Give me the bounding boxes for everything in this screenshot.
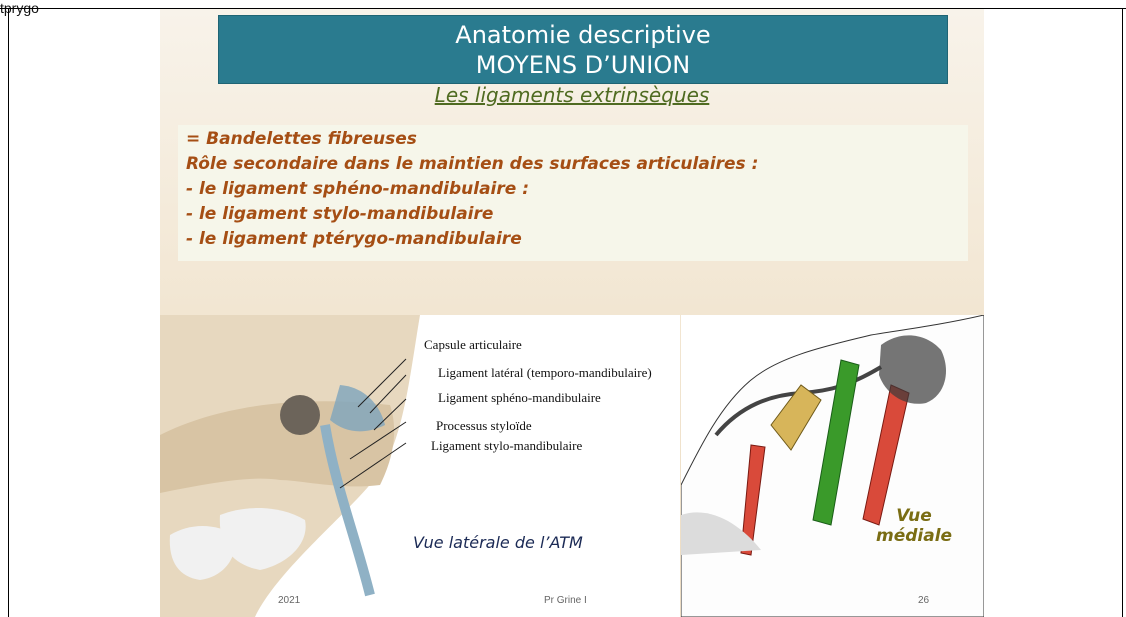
label-stylo-mandibulaire: Ligament stylo-mandibulaire (431, 438, 582, 454)
title-banner: Anatomie descriptive MOYENS D’UNION (218, 15, 948, 84)
frame-right-line (1122, 8, 1123, 617)
footer-author: Pr Grine I (544, 595, 587, 606)
medial-caption-line2: médiale (876, 526, 952, 546)
bullet-list: = Bandelettes fibreuses Rôle secondaire … (178, 125, 968, 261)
section-subtitle: Les ligaments extrinsèques (160, 83, 984, 107)
medial-view-figure (681, 315, 984, 617)
label-lateral-ligament: Ligament latéral (temporo-mandibulaire) (438, 365, 652, 381)
bullet-item: - le ligament stylo-mandibulaire (186, 204, 493, 224)
bullet-item: = Bandelettes fibreuses (186, 129, 417, 149)
frame-left-line (8, 8, 9, 617)
label-styloide: Processus styloïde (436, 418, 532, 434)
medial-skull-illustration (681, 315, 984, 617)
label-spheno-mandibulaire: Ligament sphéno-mandibulaire (438, 390, 601, 406)
medial-view-caption: Vue médiale (876, 506, 952, 546)
label-capsule: Capsule articulaire (424, 337, 522, 353)
skull-illustration (160, 315, 680, 617)
bullet-item: - le ligament ptérygo-mandibulaire (186, 229, 522, 249)
slide: Anatomie descriptive MOYENS D’UNION Les … (160, 9, 984, 617)
slide-subtitle: MOYENS D’UNION (219, 50, 947, 80)
footer-page-number: 26 (918, 595, 929, 606)
footer-date: 2021 (278, 595, 300, 606)
bullet-item: Rôle secondaire dans le maintien des sur… (186, 154, 758, 174)
lateral-view-caption: Vue latérale de l’ATM (413, 533, 583, 552)
medial-caption-line1: Vue (876, 506, 952, 526)
lateral-view-figure: Capsule articulaire Ligament latéral (te… (160, 315, 680, 617)
slide-title: Anatomie descriptive (219, 16, 947, 50)
bullet-item: - le ligament sphéno-mandibulaire : (186, 179, 529, 199)
